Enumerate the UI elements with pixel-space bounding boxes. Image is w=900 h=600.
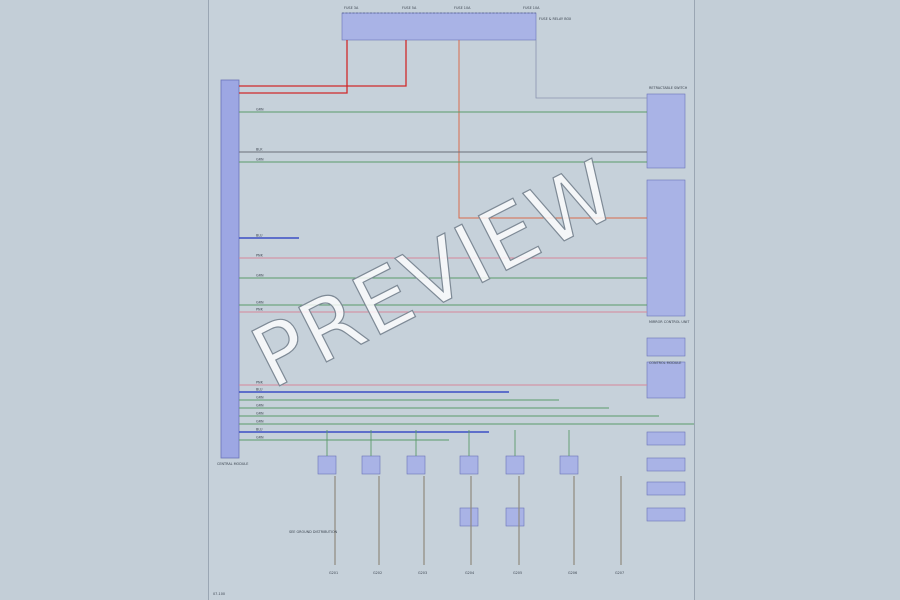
right-box-3 — [646, 337, 686, 357]
ground-label: G201 — [329, 571, 338, 575]
ground-label: G206 — [568, 571, 577, 575]
wire-color-label: GRN — [256, 158, 264, 162]
wire-color-label: PNK — [256, 381, 264, 385]
ground-label: G205 — [513, 571, 522, 575]
central-module-label: CENTRAL MODULE — [217, 462, 248, 466]
fuse-label: FUSE 3A — [344, 6, 359, 10]
fuse-label: FUSE 5A — [402, 6, 417, 10]
wire-color-label: GRN — [256, 301, 264, 305]
fuse-labels: FUSE 3A FUSE 5A FUSE 10A FUSE 10A — [344, 6, 540, 10]
wire-color-label: BLU — [256, 388, 263, 392]
right-component-label: CONTROL MODULE — [649, 361, 681, 365]
switch — [559, 455, 579, 475]
page-number: 07-100 — [213, 592, 225, 596]
wire-color-label: GRN — [256, 420, 264, 424]
wire-color-label: GRN — [256, 274, 264, 278]
right-box-4 — [646, 361, 686, 399]
right-box-8 — [646, 507, 686, 522]
right-box-1 — [646, 93, 686, 169]
diagram-sheet: FUSE 3A FUSE 5A FUSE 10A FUSE 10A FUSE &… — [208, 0, 695, 600]
switch — [406, 455, 426, 475]
wiring-diagram: FUSE 3A FUSE 5A FUSE 10A FUSE 10A FUSE &… — [213, 6, 694, 596]
bottom-note: SEE GROUND DISTRIBUTION — [289, 530, 338, 534]
wire-color-label: BLU — [256, 428, 263, 432]
ground-label: G207 — [615, 571, 624, 575]
wire-color-label: BLK — [256, 148, 263, 152]
right-component-label: RETRACTABLE SWITCH — [649, 86, 688, 90]
central-module-bar — [220, 79, 240, 459]
wire-color-label: GRN — [256, 412, 264, 416]
wire-color-label: GRN — [256, 396, 264, 400]
right-box-5 — [646, 431, 686, 446]
right-component-label: MIRROR CONTROL UNIT — [649, 320, 690, 324]
switch — [459, 455, 479, 475]
wire-color-label: GRN — [256, 108, 264, 112]
switch — [505, 507, 525, 527]
wire-color-label: BLU — [256, 234, 263, 238]
switch — [361, 455, 381, 475]
horizontal-wires: GRN BLK GRN BLU PNK GRN GRN PNK PNK BLU GRN GRN GRN G… — [239, 108, 694, 441]
feed-wires — [239, 40, 647, 219]
right-box-2 — [646, 179, 686, 317]
ground-drops: G201 G202 G203 G204 G205 G206 G207 — [329, 476, 624, 575]
switch-row — [317, 430, 579, 527]
switch — [505, 455, 525, 475]
ground-label: G202 — [373, 571, 382, 575]
wire-color-label: PNK — [256, 254, 264, 258]
fuse-label: FUSE 10A — [454, 6, 471, 10]
switch — [459, 507, 479, 527]
ground-label: G203 — [418, 571, 427, 575]
wire-color-label: GRN — [256, 436, 264, 440]
ground-label: G204 — [465, 571, 474, 575]
right-box-7 — [646, 481, 686, 496]
fuse-box — [341, 12, 537, 41]
wire-color-label: GRN — [256, 404, 264, 408]
fuse-label: FUSE 10A — [523, 6, 540, 10]
fuse-box-label: FUSE & RELAY BOX — [539, 17, 572, 21]
right-box-6 — [646, 457, 686, 472]
switch — [317, 455, 337, 475]
wire-color-label: PNK — [256, 308, 264, 312]
